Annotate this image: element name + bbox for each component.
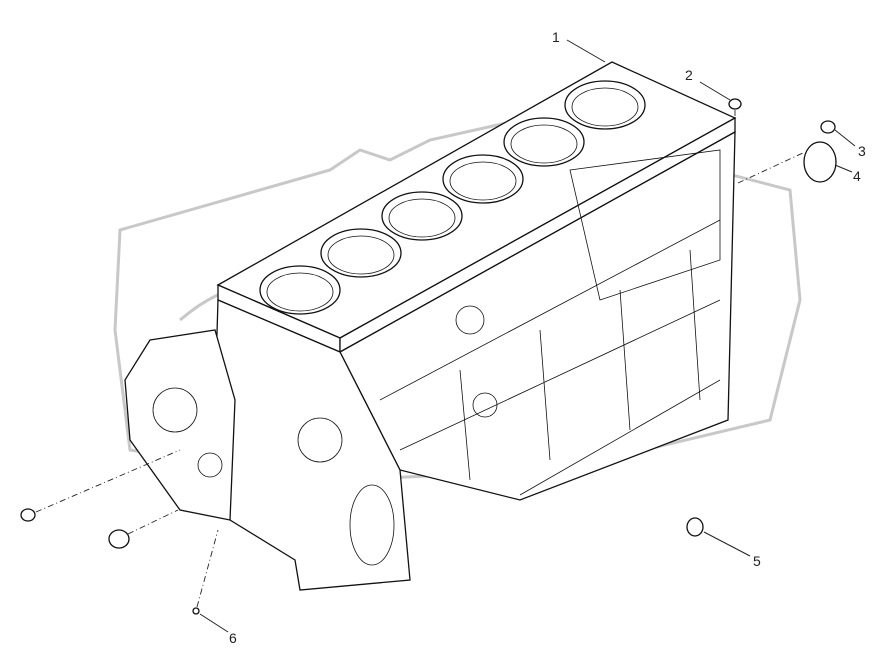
plug-part-2 xyxy=(728,98,742,110)
plug-part-6 xyxy=(192,607,200,615)
callout-6: 6 xyxy=(229,630,237,646)
plug-part-left xyxy=(20,508,36,522)
engine-block xyxy=(124,61,737,591)
timing-plate xyxy=(124,329,236,521)
callout-5: 5 xyxy=(753,553,761,569)
plug-part-3 xyxy=(820,120,836,134)
plug-part-5 xyxy=(686,517,704,537)
callout-2: 2 xyxy=(685,67,693,83)
callout-3: 3 xyxy=(858,143,866,159)
ring-part-left xyxy=(108,529,130,549)
callout-4: 4 xyxy=(853,168,861,184)
cylinder-bores xyxy=(259,80,646,315)
cover-part-4 xyxy=(803,141,837,183)
callout-1: 1 xyxy=(552,29,560,45)
